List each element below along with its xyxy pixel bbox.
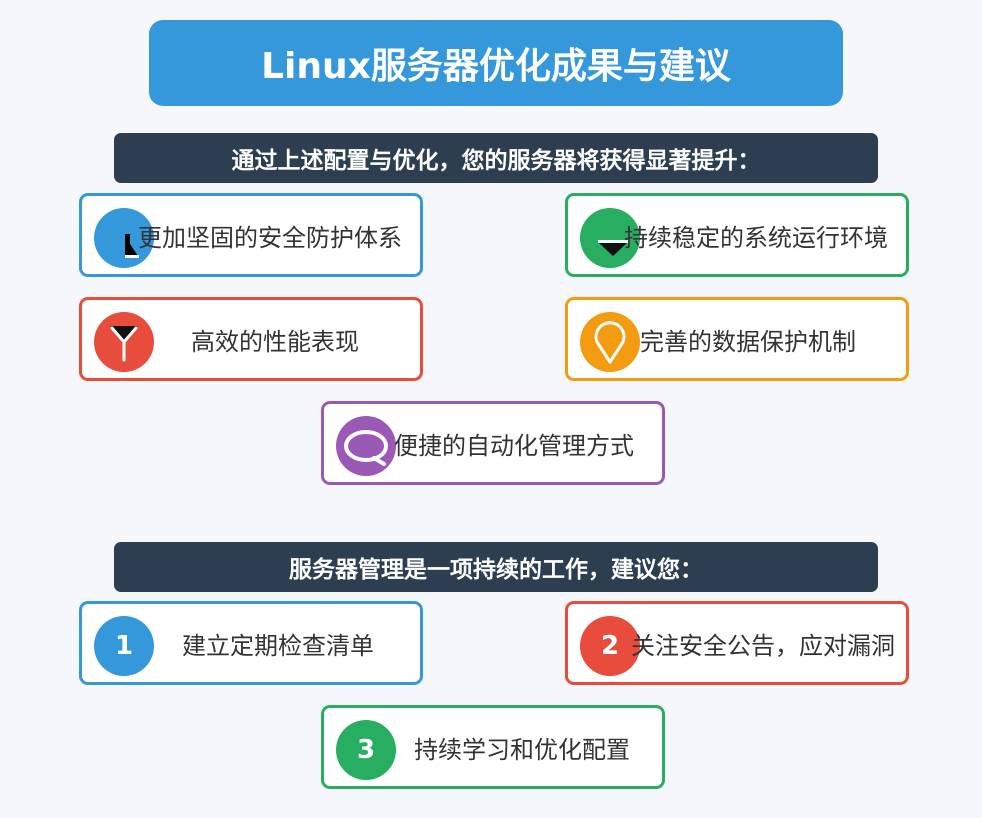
- benefit-label: 更加坚固的安全防护体系: [138, 223, 402, 252]
- advice-card-checklist: 1 建立定期检查清单: [79, 601, 423, 685]
- benefit-card-automation: 便捷的自动化管理方式: [321, 401, 665, 485]
- page-title: Linux服务器优化成果与建议: [149, 20, 843, 106]
- benefit-card-data-protection: 完善的数据保护机制: [565, 297, 909, 381]
- benefits-heading: 通过上述配置与优化，您的服务器将获得显著提升：: [114, 133, 878, 183]
- benefit-label: 便捷的自动化管理方式: [394, 431, 634, 460]
- check-icon: [580, 208, 640, 268]
- advice-heading: 服务器管理是一项持续的工作，建议您：: [114, 542, 878, 592]
- benefit-card-security: 更加坚固的安全防护体系: [79, 193, 423, 277]
- advice-card-security-notices: 2 关注安全公告，应对漏洞: [565, 601, 909, 685]
- benefit-label: 持续稳定的系统运行环境: [624, 223, 888, 252]
- benefit-label: 完善的数据保护机制: [640, 327, 856, 356]
- benefit-card-performance: 高效的性能表现: [79, 297, 423, 381]
- benefit-card-stability: 持续稳定的系统运行环境: [565, 193, 909, 277]
- step-number-badge: 3: [336, 720, 396, 780]
- advice-label: 持续学习和优化配置: [414, 735, 630, 764]
- advice-label: 关注安全公告，应对漏洞: [631, 631, 895, 660]
- shield-icon: [94, 208, 154, 268]
- advice-card-learning: 3 持续学习和优化配置: [321, 705, 665, 789]
- step-number-badge: 2: [580, 616, 640, 676]
- benefit-label: 高效的性能表现: [191, 327, 359, 356]
- lock-icon: [580, 312, 640, 372]
- speed-icon: [94, 312, 154, 372]
- step-number-badge: 1: [94, 616, 154, 676]
- gear-icon: [336, 416, 396, 476]
- advice-label: 建立定期检查清单: [182, 631, 374, 660]
